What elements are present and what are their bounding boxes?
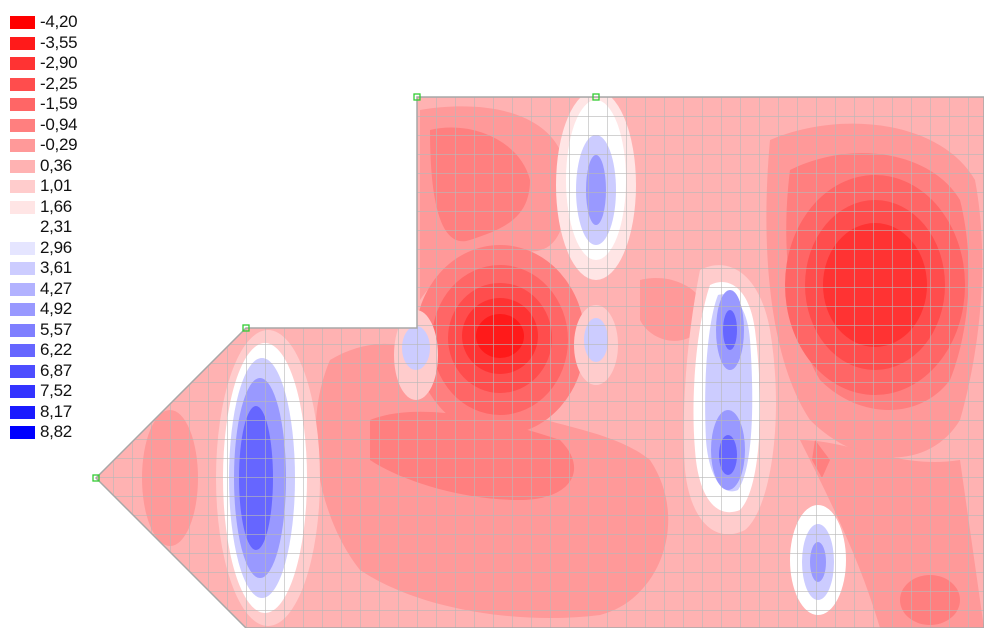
legend-item: 4,27 — [10, 279, 100, 300]
legend-value-label: 2,96 — [40, 237, 72, 257]
support-node — [592, 93, 600, 101]
legend-value-label: 1,66 — [40, 196, 72, 216]
legend-swatch — [10, 200, 35, 214]
legend-swatch — [10, 180, 35, 193]
legend-swatch — [10, 323, 35, 337]
legend-swatch — [10, 303, 35, 316]
legend-value-label: -0,29 — [40, 135, 78, 154]
legend-item: 7,52 — [10, 381, 100, 402]
legend-swatch — [10, 36, 35, 50]
slab-outline — [94, 96, 984, 628]
legend-item: 6,87 — [10, 361, 100, 382]
legend-item: -2,25 — [10, 74, 100, 95]
legend-swatch — [10, 385, 35, 398]
legend-item: -0,94 — [10, 115, 100, 136]
legend-swatch — [10, 98, 35, 111]
legend-item: 5,57 — [10, 320, 100, 341]
legend-value-label: -0,94 — [40, 114, 78, 134]
legend-value-label: 4,27 — [40, 278, 72, 298]
legend-swatch — [10, 405, 35, 419]
legend-value-label: -2,90 — [40, 53, 78, 72]
legend-value-label: 6,22 — [40, 340, 72, 359]
support-node — [92, 474, 100, 482]
legend-swatch — [10, 16, 35, 29]
legend-swatch — [10, 57, 35, 70]
legend-item: -1,59 — [10, 94, 100, 115]
legend-item: 1,66 — [10, 197, 100, 218]
fe-mesh-grid — [96, 97, 984, 628]
legend-swatch — [10, 159, 35, 173]
legend-swatch — [10, 262, 35, 275]
legend-value-label: 0,36 — [40, 155, 72, 175]
support-node — [413, 93, 421, 101]
legend-item: 8,82 — [10, 422, 100, 443]
legend-value-label: -4,20 — [40, 12, 78, 31]
legend-value-label: 1,01 — [40, 176, 72, 195]
legend-swatch — [10, 426, 35, 439]
legend-value-label: 8,17 — [40, 401, 72, 421]
support-nodes — [92, 93, 600, 482]
legend-value-label: -1,59 — [40, 94, 78, 113]
legend-swatch — [10, 364, 35, 378]
legend-value-label: -3,55 — [40, 32, 78, 52]
legend-value-label: 6,87 — [40, 360, 72, 380]
legend-item: -2,90 — [10, 53, 100, 74]
slab-region — [96, 97, 984, 628]
legend-value-label: -2,25 — [40, 73, 78, 93]
legend-item: 3,61 — [10, 258, 100, 279]
legend-item: -0,29 — [10, 135, 100, 156]
legend-item: -4,20 — [10, 12, 100, 33]
legend-item: 0,36 — [10, 156, 100, 177]
legend-item: 4,92 — [10, 299, 100, 320]
legend-value-label: 5,57 — [40, 319, 72, 339]
legend-swatch — [10, 139, 35, 152]
legend-swatch — [10, 118, 35, 132]
legend-swatch — [10, 241, 35, 255]
legend-swatch — [10, 344, 35, 357]
legend-value-label: 7,52 — [40, 381, 72, 400]
legend-value-label: 8,82 — [40, 422, 72, 441]
legend-swatch — [10, 221, 35, 234]
legend-item: 8,17 — [10, 402, 100, 423]
legend-item: 2,96 — [10, 238, 100, 259]
legend-item: 6,22 — [10, 340, 100, 361]
legend-swatch — [10, 282, 35, 296]
support-node — [242, 324, 250, 332]
legend-value-label: 4,92 — [40, 299, 72, 318]
legend-item: 1,01 — [10, 176, 100, 197]
legend-value-label: 2,31 — [40, 217, 72, 236]
legend-value-label: 3,61 — [40, 258, 72, 277]
legend-item: 2,31 — [10, 217, 100, 238]
legend-swatch — [10, 77, 35, 91]
legend-item: -3,55 — [10, 33, 100, 54]
